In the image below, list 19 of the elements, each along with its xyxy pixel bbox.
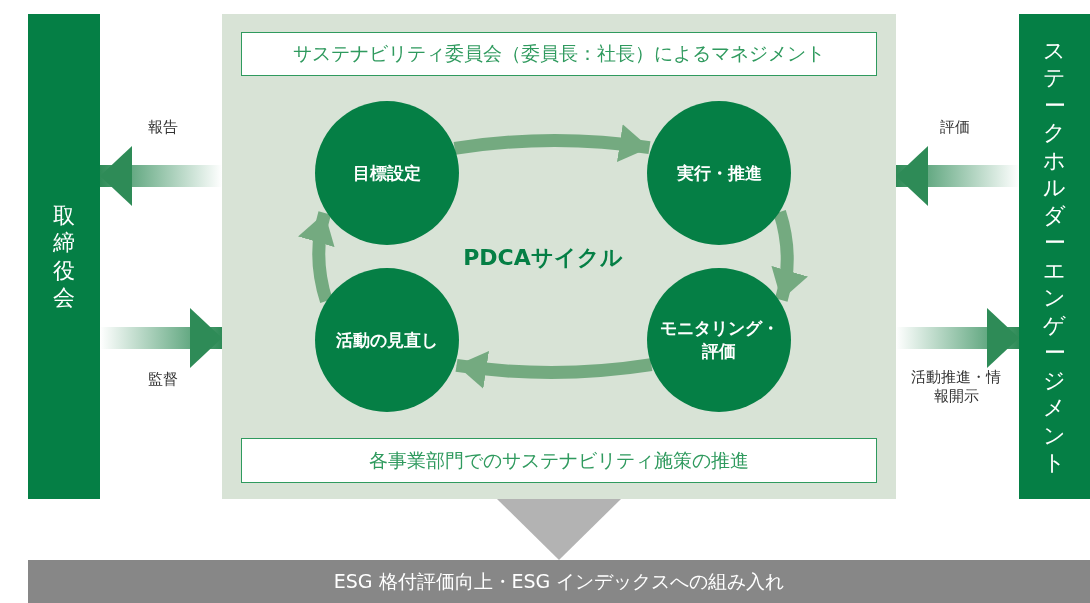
cycle-arrow bbox=[770, 210, 808, 302]
cycle-arrow bbox=[298, 211, 336, 303]
result-band: ESG 格付評価向上・ESG インデックスへの組み入れ bbox=[28, 560, 1090, 603]
edge-label: 活動推進・情報開示 bbox=[910, 368, 1002, 406]
stakeholder-bar: ステークホルダーエンゲージメント bbox=[1019, 14, 1090, 499]
cycle-arrow bbox=[455, 350, 653, 389]
footer-box: 各事業部門でのサステナビリティ施策の推進 bbox=[241, 438, 877, 483]
arrow bbox=[100, 308, 222, 368]
heading-box: サステナビリティ委員会（委員長：社長）によるマネジメント bbox=[241, 32, 877, 76]
arrow bbox=[896, 308, 1019, 368]
cycle-title: PDCAサイクル bbox=[462, 244, 624, 272]
edge-label: 監督 bbox=[146, 370, 179, 389]
arrow bbox=[896, 146, 1019, 206]
board-bar: 取締役会 bbox=[28, 14, 100, 499]
chevron-arrow bbox=[497, 499, 621, 560]
cycle-arrow bbox=[453, 124, 651, 163]
edge-label: 報告 bbox=[146, 118, 179, 137]
arrow bbox=[100, 146, 222, 206]
edge-label: 評価 bbox=[939, 118, 971, 137]
